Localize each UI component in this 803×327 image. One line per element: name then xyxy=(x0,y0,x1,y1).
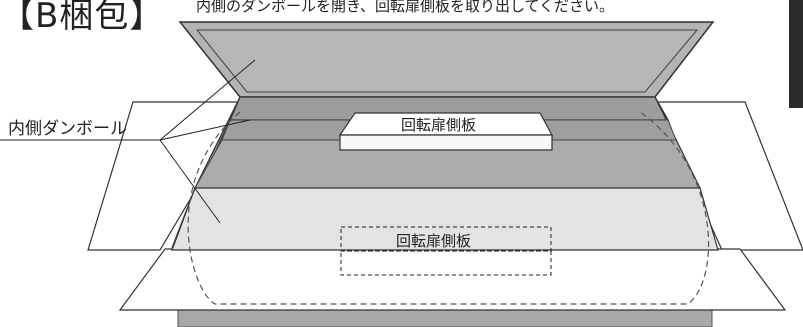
leader-line-upper xyxy=(159,59,256,141)
leader-line-lower xyxy=(159,139,221,224)
instruction-text: 内側のダンボールを開き、回転扉側板を取り出してください。 xyxy=(196,0,615,15)
hidden-panel-outline-bottom xyxy=(340,250,552,276)
label-inner-cardboard: 内側ダンボール xyxy=(8,119,127,139)
label-panel-bottom: 回転扉側板 xyxy=(396,232,471,250)
label-panel-top: 回転扉側板 xyxy=(401,116,476,134)
leader-line-middle xyxy=(159,119,251,141)
outer-flap-left xyxy=(87,101,250,251)
inner-flap-back-face xyxy=(195,29,699,93)
section-heading: 【B梱包】 xyxy=(0,0,165,36)
inner-box-front-panel xyxy=(171,187,719,251)
outer-flap-front xyxy=(118,248,787,311)
cushion-dashed-outline xyxy=(187,111,710,305)
side-tab-marker xyxy=(789,0,803,108)
panel-front-face xyxy=(339,134,553,151)
